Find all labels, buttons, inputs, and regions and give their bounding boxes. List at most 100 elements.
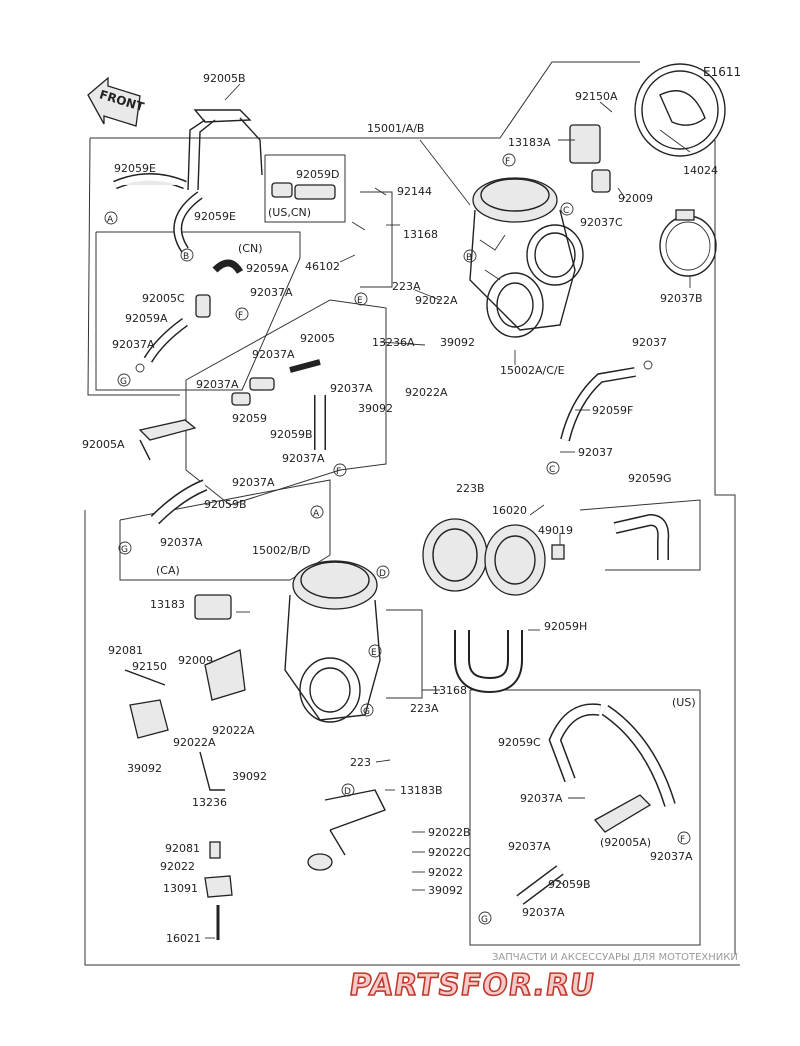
svg-text:F: F [238, 311, 243, 321]
reference-markers: A B E F G F B C F C G A D E G D F G [104, 153, 691, 925]
label-92037A-us2: 92037A [650, 850, 693, 863]
marker-g1: G [117, 373, 131, 387]
label-us-cn: (US,CN) [268, 206, 311, 219]
label-92144: 92144 [397, 185, 432, 198]
marker-c2: C [546, 461, 560, 475]
label-92037A-m1: 92037A [252, 348, 295, 361]
marker-g2: G [118, 541, 132, 555]
label-92037A-m3: 92037A [330, 382, 373, 395]
marker-d2: D [341, 783, 355, 797]
label-13183B: 13183B [400, 784, 443, 797]
marker-g4: G [478, 911, 492, 925]
label-92037C: 92037C [580, 216, 623, 229]
svg-text:C: C [563, 206, 569, 216]
label-92059C: 92059C [498, 736, 541, 749]
svg-text:E: E [357, 296, 363, 306]
label-13183A: 13183A [508, 136, 551, 149]
air-cover-14024 [634, 63, 726, 157]
label-46102: 46102 [305, 260, 340, 273]
marker-f2: F [235, 307, 249, 321]
label-13168-top: 13168 [403, 228, 438, 241]
label-16020: 16020 [492, 504, 527, 517]
label-92022A-top: 92022A [415, 294, 458, 307]
marker-b2: B [463, 249, 477, 263]
label-92150-b: 92150 [132, 660, 167, 673]
label-92009-top: 92009 [618, 192, 653, 205]
label-92059A-2: 92059A [125, 312, 168, 325]
carburetor-top [469, 124, 611, 338]
clamp-92037B [659, 209, 717, 277]
label-92005A-us: (92005A) [600, 836, 651, 849]
marker-e2: E [368, 644, 382, 658]
label-92059B-ca: 92059B [204, 498, 247, 511]
svg-text:B: B [466, 253, 472, 263]
label-13236: 13236 [192, 796, 227, 809]
front-arrow: FRONT [87, 76, 146, 127]
svg-text:B: B [183, 252, 189, 262]
marker-c1: C [560, 202, 574, 216]
label-92005A-l: 92005A [82, 438, 125, 451]
linkage-parts [199, 751, 386, 940]
label-39092-r: 39092 [428, 884, 463, 897]
label-15002BD: 15002/B/D [252, 544, 310, 557]
label-39092-b1: 39092 [127, 762, 162, 775]
us-parts [516, 703, 676, 905]
label-92022A-b2: 92022A [173, 736, 216, 749]
label-92037A-us4: 92037A [522, 906, 565, 919]
marker-d1: D [376, 565, 390, 579]
label-39092-top: 39092 [440, 336, 475, 349]
label-92005C: 92005C [142, 292, 185, 305]
label-92022-r: 92022 [428, 866, 463, 879]
svg-text:F: F [505, 157, 510, 167]
svg-text:D: D [344, 787, 351, 797]
hose-92059F [560, 360, 653, 442]
diaphragm-16020 [422, 518, 565, 596]
svg-text:C: C [549, 465, 555, 475]
boundary-lines [84, 61, 740, 966]
svg-text:F: F [680, 835, 685, 845]
label-ca: (CA) [156, 564, 180, 577]
label-92059G: 92059G [628, 472, 672, 485]
label-13236A: 13236A [372, 336, 415, 349]
label-14024: 14024 [683, 164, 718, 177]
svg-text:A: A [107, 215, 114, 225]
svg-text:G: G [481, 915, 488, 925]
label-92037B: 92037B [660, 292, 703, 305]
label-92022-b: 92022 [160, 860, 195, 873]
label-92059: 92059 [232, 412, 267, 425]
watermark: ЗАПЧАСТИ И АКСЕССУАРЫ ДЛЯ МОТОТЕХНИКИ PA… [346, 952, 738, 1004]
label-92037-r2: 92037 [578, 446, 613, 459]
label-92022C: 92022C [428, 846, 471, 859]
label-223A-b: 223A [410, 702, 439, 715]
label-92037A-us1: 92037A [520, 792, 563, 805]
label-92059D: 92059D [296, 168, 339, 181]
leader-lines [205, 83, 691, 939]
label-92022A-b1: 92022A [212, 724, 255, 737]
label-223: 223 [350, 756, 371, 769]
label-92059E-1: 92059E [114, 162, 156, 175]
label-92037A-cn1: 92037A [250, 286, 293, 299]
label-39092-m: 39092 [358, 402, 393, 415]
svg-text:G: G [121, 545, 128, 555]
svg-text:D: D [379, 569, 386, 579]
cn-parts [135, 259, 244, 373]
carburetor-bottom [124, 560, 381, 739]
label-13183: 13183 [150, 598, 185, 611]
label-92059B-m: 92059B [270, 428, 313, 441]
middle-parts [138, 359, 326, 525]
svg-text:E: E [371, 648, 377, 658]
marker-e1: E [354, 292, 368, 306]
label-13091: 13091 [163, 882, 198, 895]
label-92059F: 92059F [592, 404, 633, 417]
svg-text:G: G [120, 377, 127, 387]
label-92037A-ca1: 92037A [232, 476, 275, 489]
label-92059A-1: 92059A [246, 262, 289, 275]
label-92009-b: 92009 [178, 654, 213, 667]
label-92059E-2: 92059E [194, 210, 236, 223]
watermark-brand: PARTSFOR.RU [347, 968, 598, 1003]
label-92081-2: 92081 [165, 842, 200, 855]
label-92150A-top: 92150A [575, 90, 618, 103]
label-223A-top: 223A [392, 280, 421, 293]
watermark-tagline: ЗАПЧАСТИ И АКСЕССУАРЫ ДЛЯ МОТОТЕХНИКИ [492, 952, 738, 963]
